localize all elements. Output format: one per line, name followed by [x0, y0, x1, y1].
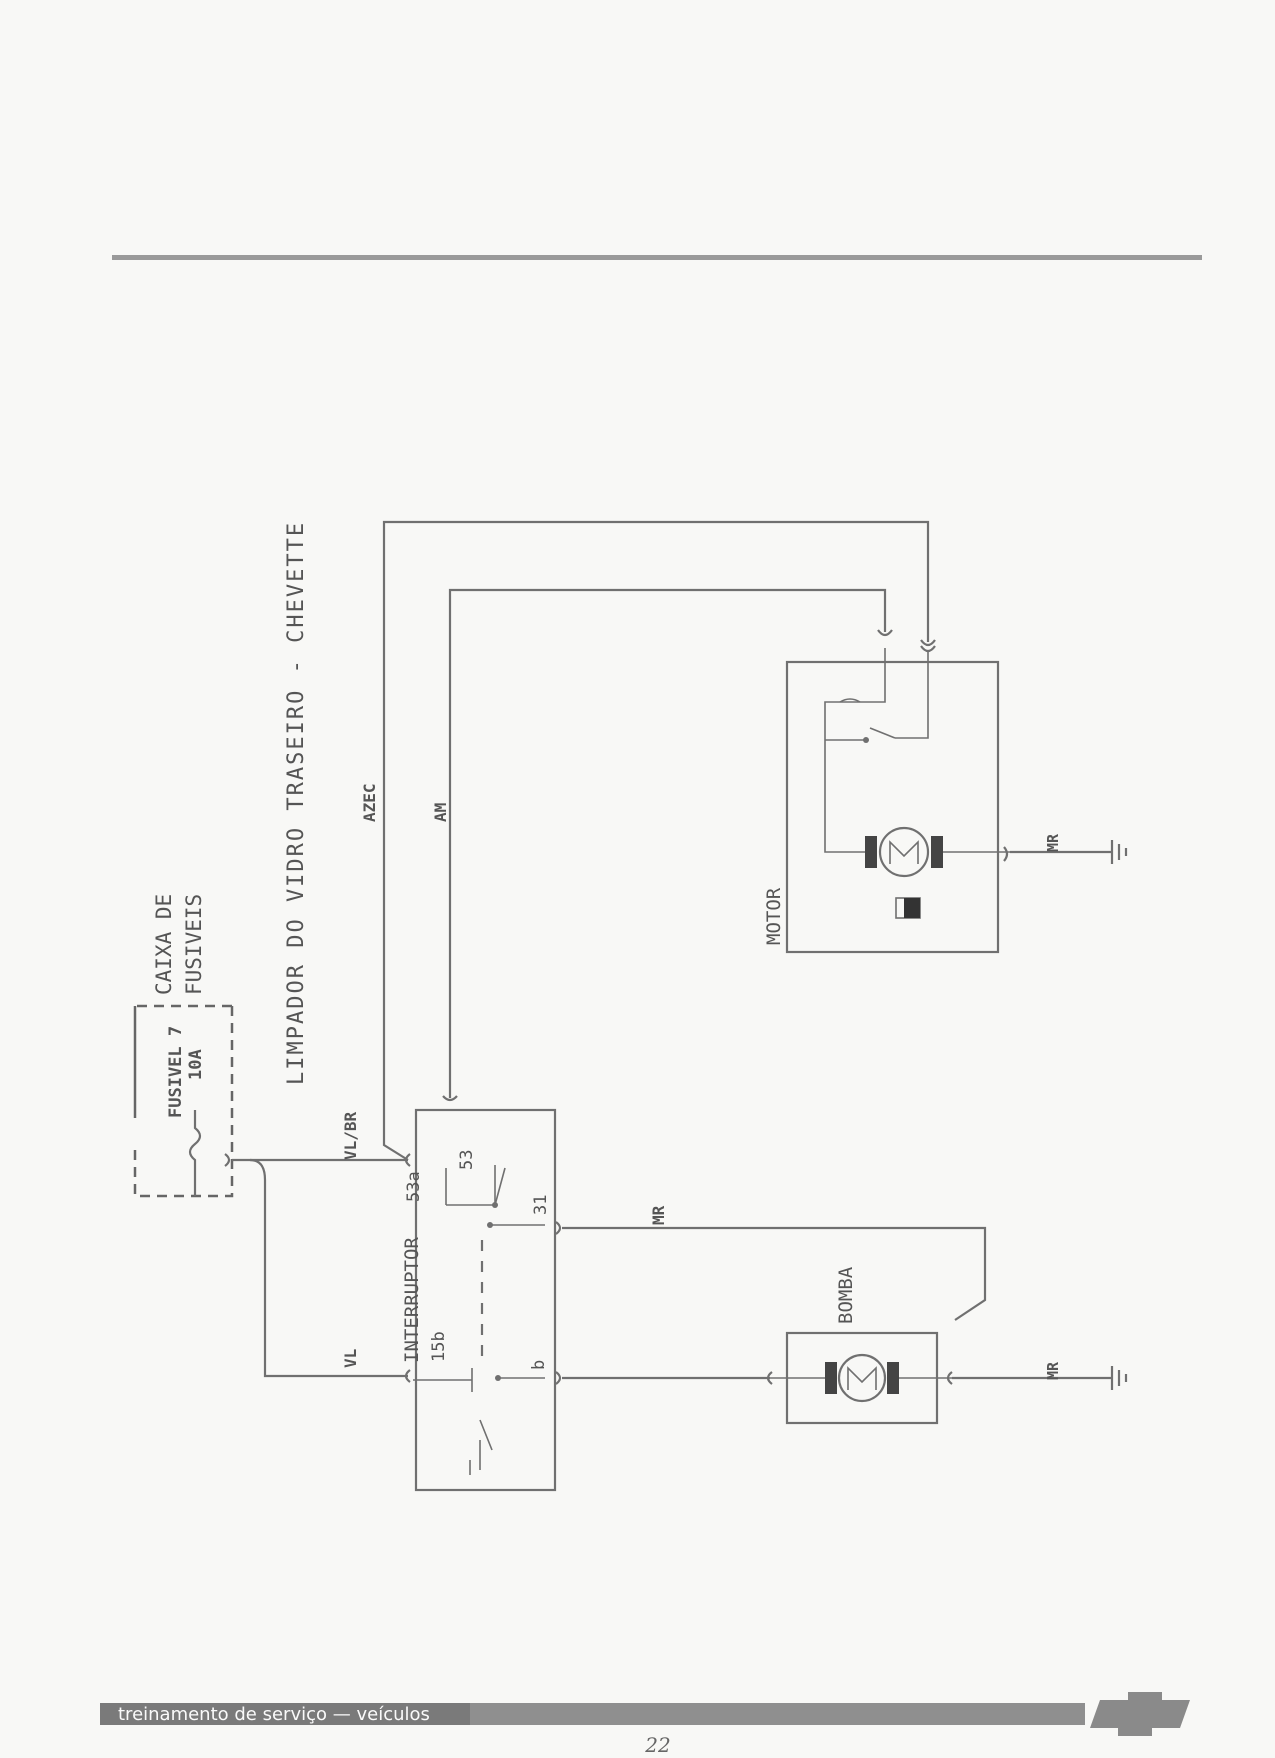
terminal-53: 53 [457, 1150, 477, 1170]
terminal-15b: 15b [429, 1331, 449, 1362]
terminal-31: 31 [531, 1195, 551, 1215]
wire-label-vl: VL [341, 1349, 360, 1368]
fuse-box: FUSIVEL 7 10A [133, 1004, 234, 1198]
pump-label: BOMBA [835, 1266, 857, 1324]
ground-symbol-pump [1110, 1366, 1128, 1390]
fuse-box-label-line2: FUSIVEIS [182, 894, 206, 995]
ground-symbol-motor [1110, 840, 1128, 864]
chevrolet-logo-icon [1090, 1692, 1190, 1736]
wire-vl [249, 1158, 408, 1378]
wire-label-azec: AZEC [360, 783, 379, 822]
wire-label-mr-switch: MR [649, 1205, 668, 1225]
switch-label: INTERRUPTOR [401, 1237, 423, 1363]
connector-marks [224, 629, 1009, 1385]
fuse-label-line2: 10A [186, 1049, 206, 1080]
fuse-box-label-line1: CAIXA DE [152, 894, 176, 995]
diagram-title: LIMPADOR DO VIDRO TRASEIRO - CHEVETTE [284, 521, 309, 1085]
footer-banner-text: treinamento de serviço — veículos [118, 1704, 430, 1725]
wire-label-mr-motor: MR [1044, 833, 1062, 852]
page-number: 22 [644, 1733, 670, 1754]
fuse-element [188, 1110, 202, 1196]
top-rule [112, 255, 1202, 260]
motor-symbol [878, 826, 930, 878]
pump-symbol [837, 1353, 887, 1403]
terminal-b: b [529, 1360, 549, 1370]
wire-azec [382, 520, 930, 1161]
wire-label-mr-pump: MR [1044, 1361, 1062, 1380]
wire-label-am: AM [431, 803, 450, 822]
motor-box [785, 648, 1010, 954]
wire-mr-switch [562, 1226, 987, 1321]
wire-am [448, 588, 887, 1098]
pump-box [770, 1331, 952, 1425]
switch-box [413, 1108, 557, 1492]
fuse-label-line1: FUSIVEL 7 [166, 1026, 186, 1118]
wire-label-vl-br: VL/BR [341, 1111, 360, 1160]
terminal-53a: 53a [404, 1171, 424, 1202]
motor-label: MOTOR [763, 887, 785, 945]
